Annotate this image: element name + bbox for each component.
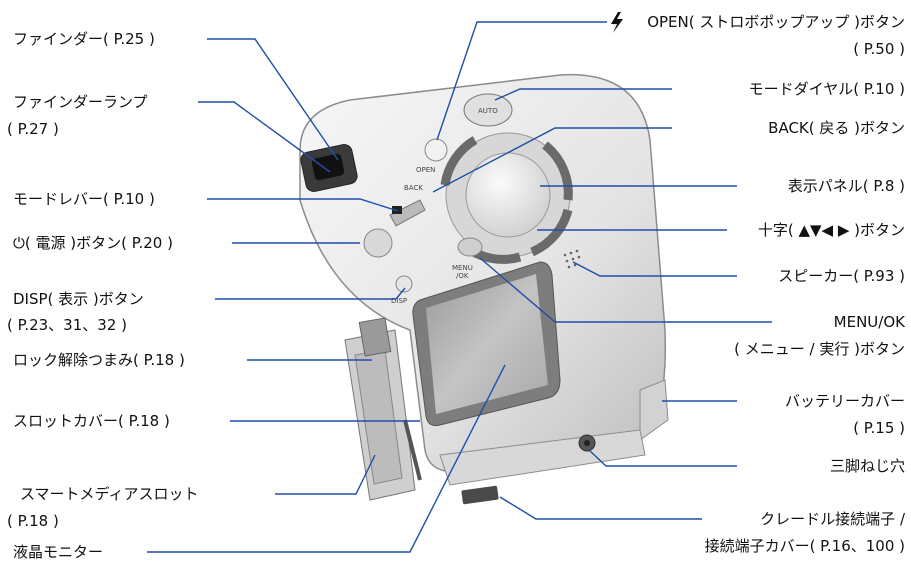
label-finder-lamp-page: ( P.27 ) (7, 120, 59, 138)
label-cradle-connector: クレードル接続端子 / (760, 510, 905, 528)
label-battery-cover-page: ( P.15 ) (853, 419, 905, 437)
label-battery-cover: バッテリーカバー (784, 392, 905, 410)
label-mode-dial: モードダイヤル( P.10 ) (748, 80, 905, 98)
power-icon: ⏻ (13, 234, 25, 252)
cradle-connector-part (461, 485, 499, 505)
label-cross-button: 十字( ▲▼◀ ▶ )ボタン (757, 221, 905, 239)
flash-open-body-label: OPEN (416, 166, 435, 174)
power-button-part (363, 228, 393, 258)
label-lcd-monitor: 液晶モニター (13, 543, 104, 561)
mode-dial-auto-label: AUTO (478, 107, 498, 115)
label-display-panel: 表示パネル( P.8 ) (787, 177, 905, 195)
lock-release-part (358, 317, 392, 357)
label-smartmedia-page: ( P.18 ) (7, 512, 59, 530)
label-slot-cover: スロットカバー( P.18 ) (13, 412, 170, 430)
ok-body-label: /OK (456, 272, 469, 280)
label-menu-ok: MENU/OK (833, 313, 905, 331)
label-connector-cover: 接続端子カバー( P.16、100 ) (704, 537, 905, 555)
display-panel-part (465, 152, 551, 238)
label-smartmedia-slot: スマートメディアスロット (20, 485, 199, 503)
label-mode-lever: モードレバー( P.10 ) (13, 190, 155, 208)
label-finder-lamp: ファインダーランプ (13, 93, 148, 111)
back-body-label: BACK (404, 184, 423, 192)
leader-lines (147, 21, 772, 553)
label-power-button-text: ( 電源 )ボタン( P.20 ) (24, 234, 173, 252)
flash-lightning-icon (611, 12, 623, 33)
label-disp-button: DISP( 表示 )ボタン (13, 290, 144, 308)
label-flash-open-page: ( P.50 ) (853, 40, 905, 58)
label-menu-ok-desc: ( メニュー / 実行 )ボタン (734, 340, 905, 358)
menu-body-label: MENU (452, 264, 473, 272)
battery-cover-part (639, 379, 669, 441)
flash-open-button-part (424, 138, 448, 162)
label-disp-pages: ( P.23、31、32 ) (7, 316, 127, 334)
label-lock-release: ロック解除つまみ( P.18 ) (13, 351, 185, 369)
mode-dial-part (463, 93, 513, 127)
speaker-part (563, 249, 581, 269)
menu-ok-part (457, 237, 483, 257)
disp-body-label: DISP (391, 297, 407, 305)
disp-button-part (395, 275, 413, 293)
label-back-button: BACK( 戻る )ボタン (768, 119, 905, 137)
label-power-button: ⏻( 電源 )ボタン( P.20 ) (13, 234, 173, 252)
label-finder: ファインダー( P.25 ) (13, 30, 155, 48)
label-tripod: 三脚ねじ穴 (829, 457, 905, 475)
label-flash-open: OPEN( ストロボポップアップ )ボタン (647, 13, 905, 31)
label-speaker: スピーカー( P.93 ) (778, 267, 905, 285)
mode-lever-part (389, 199, 426, 227)
